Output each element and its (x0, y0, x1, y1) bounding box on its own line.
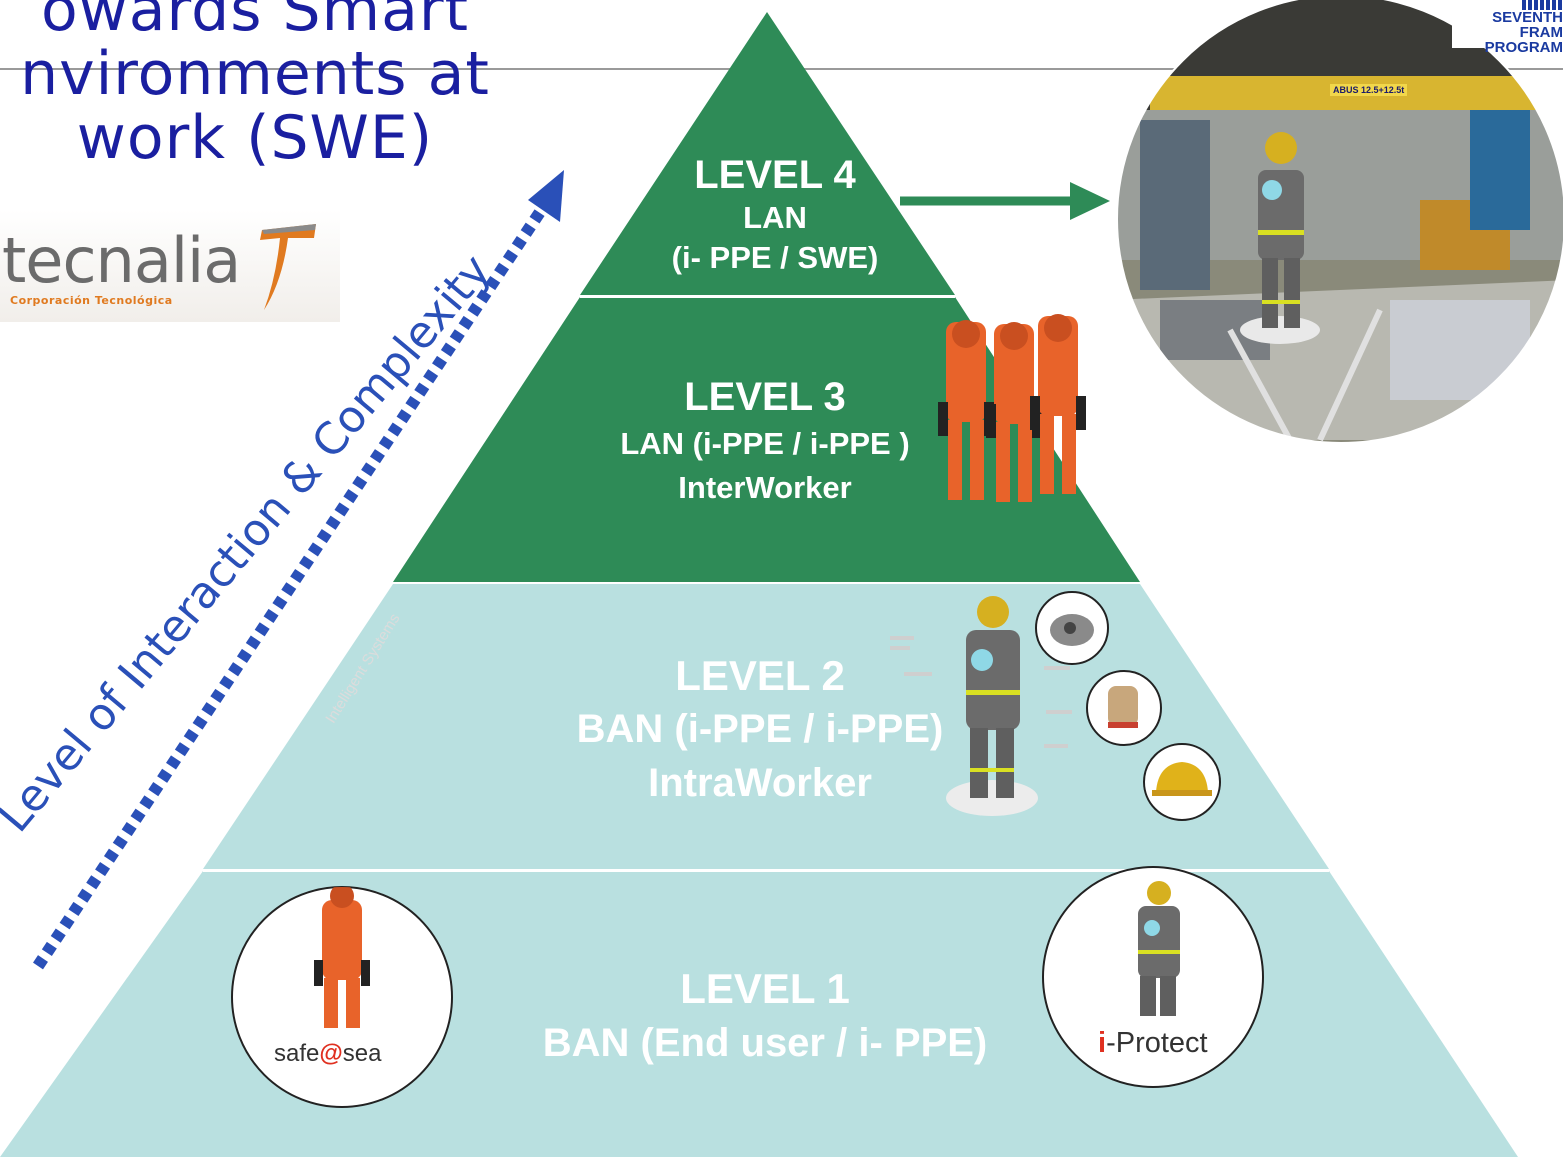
level-3-line-1: LAN (i-PPE / i-PPE ) (620, 426, 910, 461)
safe-at-sea-badge: safe@sea (274, 1040, 381, 1068)
level-4-line-1: LAN (743, 200, 807, 235)
title-line-2: nvironments at (20, 39, 490, 109)
level-2-label: LEVEL 2 BAN (i-PPE / i-PPE) IntraWorker (540, 650, 980, 810)
tier-level-4 (580, 12, 955, 295)
glove-icon (1086, 670, 1162, 746)
level-4-label: LEVEL 4 LAN (i- PPE / SWE) (620, 152, 930, 278)
level-1-label: LEVEL 1 BAN (End user / i- PPE) (500, 962, 1030, 1070)
level-4-line-2: (i- PPE / SWE) (671, 240, 879, 275)
level-2-title: LEVEL 2 (675, 652, 845, 699)
level-1-title: LEVEL 1 (680, 965, 850, 1012)
logo-swoosh-icon (260, 224, 316, 310)
i-protect-badge: i-Protect (1098, 1027, 1208, 1060)
tecnalia-logo: tecnalia Corporación Tecnológica (0, 210, 340, 322)
framework-line-2: PROGRAM (1484, 39, 1563, 56)
sea-text: sea (342, 1040, 382, 1067)
complexity-arrowhead-icon (528, 170, 564, 222)
i-protect-figure (1138, 881, 1180, 1016)
factory-scene-frame (1116, 0, 1563, 444)
i-protect-i: i (1098, 1027, 1107, 1059)
mask-icon (1035, 591, 1109, 665)
swe-arrowhead-icon (1070, 182, 1110, 220)
helmet-icon (1143, 743, 1221, 821)
level-3-label: LEVEL 3 LAN (i-PPE / i-PPE ) InterWorker (560, 372, 970, 510)
crane-label: ABUS 12.5+12.5t (1330, 84, 1408, 96)
safe-at-sea-suit (314, 887, 370, 1028)
page-title: owards Smart nvironments at work (SWE) (0, 0, 550, 170)
firefighter-figure (1258, 132, 1304, 328)
level-3-title: LEVEL 3 (684, 375, 846, 419)
seventh-framework-logo: SEVENTH FRAM PROGRAM (1452, 0, 1563, 55)
framework-line-1: SEVENTH FRAM (1492, 9, 1563, 41)
logo-subtitle: Corporación Tecnológica (10, 294, 173, 307)
i-protect-text: -Protect (1106, 1027, 1208, 1059)
level-4-title: LEVEL 4 (694, 153, 856, 197)
framework-bars-icon (1522, 0, 1563, 10)
title-line-3: work (SWE) (76, 103, 434, 173)
level-2-line-2: IntraWorker (648, 761, 872, 805)
level-2-line-1: BAN (i-PPE / i-PPE) (576, 707, 944, 751)
survival-suits-group (938, 314, 1086, 502)
logo-wordmark: tecnalia (2, 224, 241, 297)
safe-text: safe (274, 1040, 320, 1067)
title-line-1: owards Smart (40, 0, 470, 45)
at-icon: @ (319, 1040, 343, 1067)
factory-scene-image (1117, 0, 1563, 443)
level-1-line-1: BAN (End user / i- PPE) (542, 1021, 988, 1065)
level-3-line-2: InterWorker (678, 470, 852, 505)
intraworker-figure (890, 596, 1072, 816)
